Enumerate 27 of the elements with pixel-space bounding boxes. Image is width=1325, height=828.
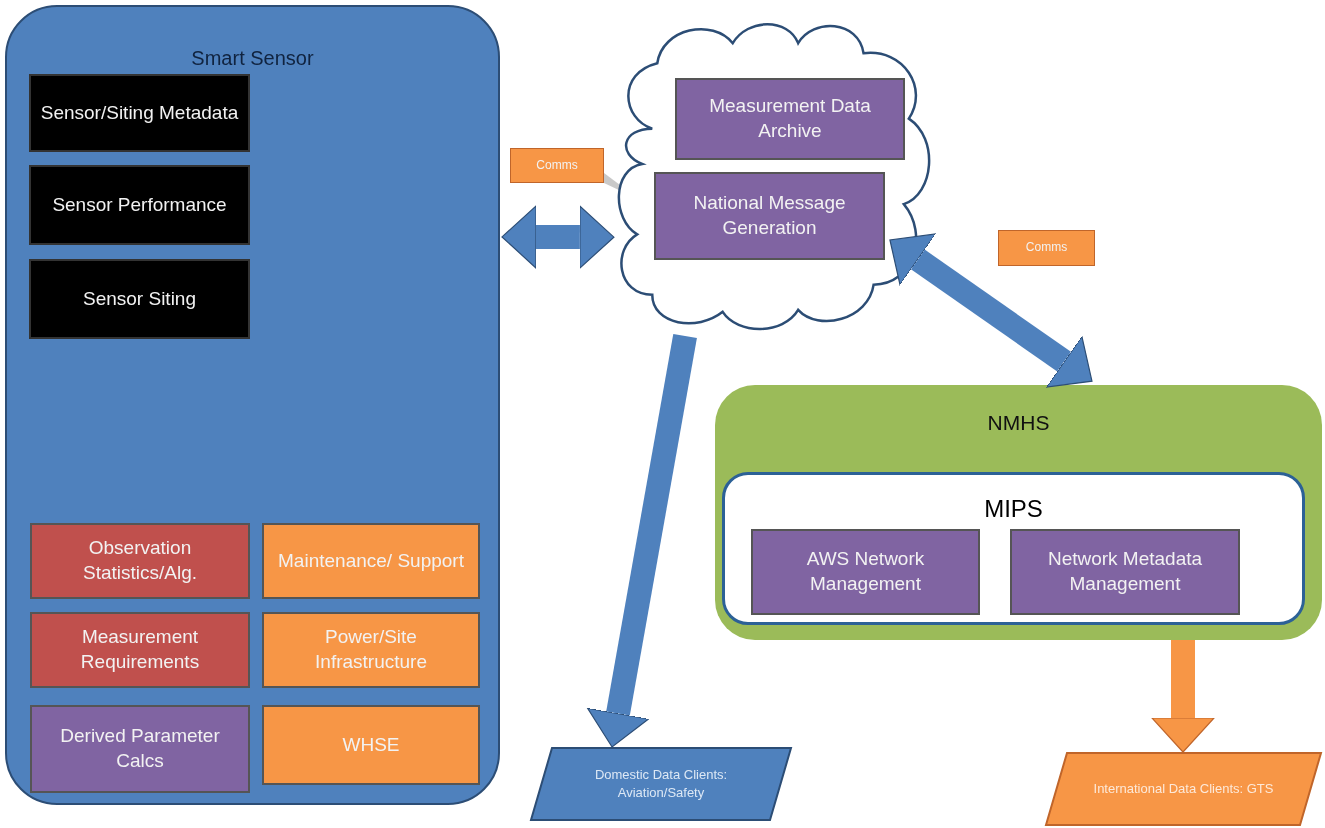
info-box: Sensor Performance: [29, 165, 250, 245]
callout-label: Comms: [998, 230, 1095, 266]
block-arrow: [501, 205, 615, 269]
process-box: Maintenance/ Support: [262, 523, 480, 599]
group-title: NMHS: [986, 411, 1051, 435]
info-box: Sensor/Siting Metadata: [29, 74, 250, 152]
subgroup-title: MIPS: [983, 495, 1044, 523]
process-box: WHSE: [262, 705, 480, 785]
process-box: Measurement Data Archive: [675, 78, 905, 160]
process-box: Derived Parameter Calcs: [30, 705, 250, 793]
callout-label: Comms: [510, 148, 604, 183]
container-panel: [5, 5, 500, 805]
process-box: Network Metadata Management: [1010, 529, 1240, 615]
block-arrow: [1151, 640, 1215, 753]
client-label: International Data Clients: GTS: [1092, 780, 1275, 798]
block-arrow: [889, 233, 1093, 388]
process-box: Power/Site Infrastructure: [262, 612, 480, 688]
process-box: Measurement Requirements: [30, 612, 250, 688]
process-box: AWS Network Management: [751, 529, 980, 615]
subgroup-panel: [722, 472, 1305, 625]
info-box: Sensor Siting: [29, 259, 250, 339]
process-box: Observation Statistics/Alg.: [30, 523, 250, 599]
container-title: Smart Sensor: [190, 47, 315, 70]
process-box: National Message Generation: [654, 172, 885, 260]
block-arrow: [586, 333, 697, 748]
client-label: Domestic Data Clients: Aviation/Safety: [593, 766, 729, 802]
group-panel: [715, 385, 1322, 640]
